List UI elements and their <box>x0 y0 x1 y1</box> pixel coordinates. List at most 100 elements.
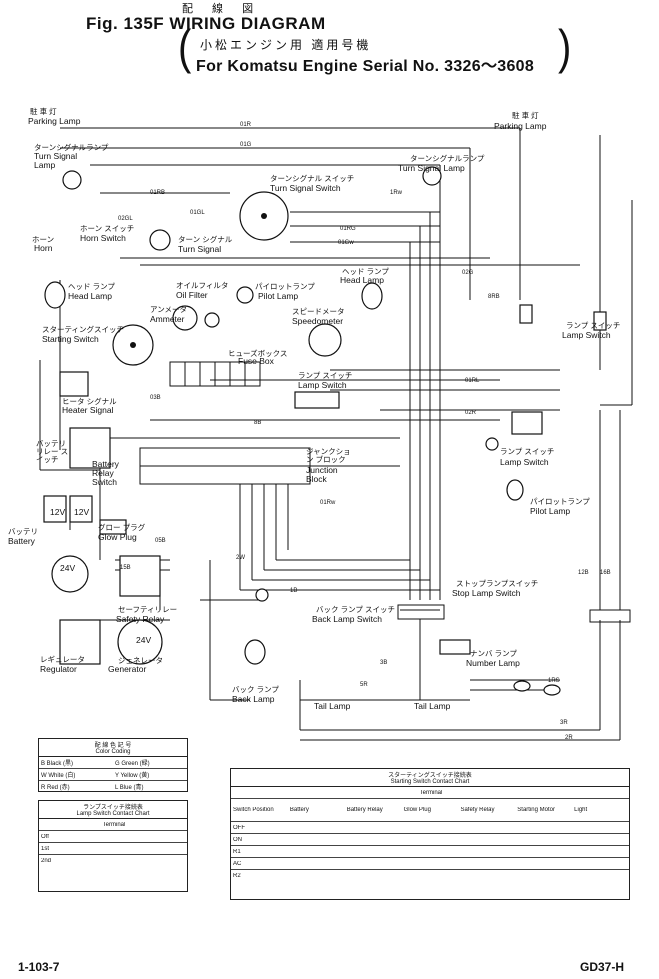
regulator-label: Regulator <box>40 664 77 674</box>
table-row: R Red (赤) L Blue (青) <box>39 781 187 792</box>
wire-code: 12B <box>578 570 589 576</box>
wire-code: 2W <box>236 555 245 561</box>
table-column: Light <box>574 807 588 813</box>
table-column: Safety Relay <box>460 807 495 813</box>
lamp-switch-chart: ランプスイッチ接続表 Lamp Switch Contact Chart Ter… <box>38 800 188 892</box>
wire-code: 5R <box>360 682 368 688</box>
ammeter-label: Ammeter <box>150 314 185 324</box>
table-row: Off <box>39 831 187 843</box>
parking-lamp-right-label: Parking Lamp <box>494 121 547 131</box>
table-cell: 1st <box>41 845 50 852</box>
starting-switch-chart-title: スターティングスイッチ接続表 Starting Switch Contact C… <box>231 769 629 787</box>
color-coding-title-en: Color Coding <box>95 749 131 755</box>
stop-lamp-switch-label: Stop Lamp Switch <box>452 588 521 598</box>
lamp-switch-right-label: Lamp Switch <box>562 330 611 340</box>
generator-jp: ジェネレータ <box>118 656 163 665</box>
wire-code: 02R <box>465 410 477 416</box>
back-lamp-icon <box>244 639 266 665</box>
table-row: OFF <box>231 822 629 834</box>
wire-code: 01RB <box>150 190 166 196</box>
speedometer-jp: スピードメータ <box>292 307 345 316</box>
lamp-switch-jp: ランプ スイッチ <box>298 371 353 380</box>
horn-label: Horn <box>34 243 53 253</box>
wire-code: 1B <box>290 588 298 594</box>
wire-code: 8B <box>254 420 262 426</box>
page-number: 1-103-7 <box>18 960 60 974</box>
pilot-lamp-icon <box>236 286 254 304</box>
table-row: ON <box>231 834 629 846</box>
turn-signal-lamp-left-label: Turn Signal Lamp <box>34 151 78 170</box>
fuse-box-label: Fuse Box <box>238 356 274 366</box>
regulator-jp: レギュレータ <box>40 655 85 664</box>
table-cell: ON <box>233 836 242 843</box>
table-cell: G Green (緑) <box>115 761 150 767</box>
parking-lamp-left-jp: 駐 車 灯 <box>30 107 57 116</box>
table-header-row: Terminal <box>39 819 187 831</box>
heater-signal-label: Heater Signal <box>62 405 114 415</box>
safety-relay-jp: セーフティリレー <box>118 605 178 614</box>
lamp-switch-chart-title-en: Lamp Switch Contact Chart <box>76 811 150 817</box>
glow-plug-icon <box>99 519 127 535</box>
lamp-switch-right-icon <box>485 437 499 451</box>
table-cell: L Blue (青) <box>115 785 144 791</box>
color-coding-title: 配 線 色 記 号 Color Coding <box>39 739 187 757</box>
table-cell: R Red (赤) <box>41 785 70 791</box>
ammeter-icon <box>204 312 220 328</box>
wire-code: 2R <box>565 735 573 741</box>
safety-relay-label: Safety Relay <box>116 614 165 624</box>
pilot-lamp-right-jp: パイロットランプ <box>530 497 590 506</box>
lamp-switch-chart-title-jp: ランプスイッチ接続表 <box>83 805 143 811</box>
lamp-switch-upper-right-icon <box>593 311 607 331</box>
starting-switch-jp: スターティングスイッチ <box>42 325 125 334</box>
turn-signal-lamp-right-label: Turn Signal Lamp <box>398 163 465 173</box>
head-lamp-right-icon <box>361 282 383 310</box>
english-subtitle: For Komatsu Engine Serial No. 3326～3608 <box>196 58 535 75</box>
starting-switch-label: Starting Switch <box>42 334 99 344</box>
japanese-subtitle: 小松エンジン用 適用号機 <box>200 38 372 52</box>
wire-code: 01R <box>240 122 252 128</box>
generator-icon <box>117 619 163 665</box>
oil-filter-jp: オイルフィルタ <box>176 281 229 290</box>
table-column: Glow Plug <box>403 807 431 813</box>
lamp-switch-chart-title: ランプスイッチ接続表 Lamp Switch Contact Chart <box>39 801 187 819</box>
turn-signal-switch-label: Turn Signal Switch <box>270 183 341 193</box>
table-column: Battery Relay <box>346 807 383 813</box>
junction-block-jp: ジャンクション ブロック <box>306 447 351 464</box>
table-cell: OFF <box>233 824 245 831</box>
starting-switch-chart: スターティングスイッチ接続表 Starting Switch Contact C… <box>230 768 630 900</box>
safety-relay-box-icon <box>119 555 161 597</box>
table-cell: Off <box>41 833 49 840</box>
wire-code: 02G <box>462 270 474 276</box>
number-lamp-jp: ナンバ ランプ <box>470 649 517 658</box>
heater-signal-icon <box>59 371 89 397</box>
number-lamp-icon <box>439 639 471 655</box>
wire-code: 1RS <box>548 678 560 684</box>
table-row: AC <box>231 858 629 870</box>
battery-jp: バッテリ <box>8 527 38 536</box>
back-lamp-switch-jp: バック ランプ スイッチ <box>316 605 395 614</box>
generator-24v-2: 24V <box>136 635 152 645</box>
battery-1-icon <box>43 495 67 523</box>
back-lamp-jp: バック ランプ <box>232 685 279 694</box>
table-cell: W White (白) <box>41 773 76 779</box>
color-coding-table: 配 線 色 記 号 Color Coding B Black (黒) G Gre… <box>38 738 188 792</box>
table-column: Starting Motor <box>517 807 555 813</box>
turn-signal-lamp-right-icon <box>422 166 442 186</box>
wire-code: 1Rw <box>390 190 403 196</box>
battery-12v-1: 12V <box>50 507 66 517</box>
fuse-box-jp: ヒューズボックス <box>228 349 288 358</box>
stop-lamp-switch-icon <box>511 411 543 435</box>
glow-plug-label: Glow Plug <box>98 532 137 542</box>
tail-lamp-right2-icon <box>543 684 561 696</box>
wire-code: 15B <box>120 565 131 571</box>
lamp-switch-lower-jp: ランプ スイッチ <box>500 447 555 456</box>
battery-label: Battery <box>8 536 35 546</box>
table-cell: B Black (黒) <box>41 761 74 767</box>
tail-lamp-left-label: Tail Lamp <box>314 701 351 711</box>
turn-signal-lamp-left-icon <box>62 170 82 190</box>
wire-code: 01G <box>240 142 252 148</box>
wire-code: 16B <box>600 570 611 576</box>
pilot-lamp-right-label: Pilot Lamp <box>530 506 571 516</box>
lamp-switch-upper-icon <box>519 304 533 324</box>
glow-plug-jp: グロー プラグ <box>98 523 146 532</box>
